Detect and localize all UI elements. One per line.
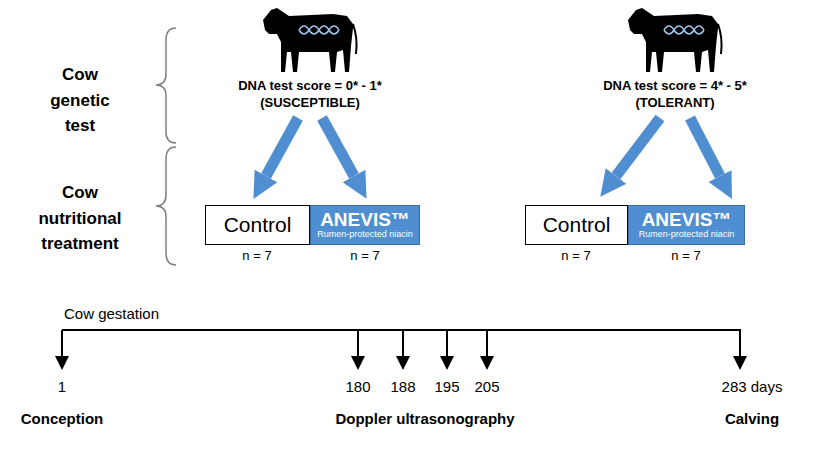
sample-size: n = 7 bbox=[561, 248, 590, 263]
timeline-tick-arrow bbox=[486, 330, 488, 356]
timeline-tick-arrow bbox=[739, 330, 741, 356]
row-heading: Cow genetic test bbox=[34, 62, 126, 139]
box-title: Control bbox=[543, 213, 611, 237]
control-box: Control bbox=[525, 205, 628, 245]
group-arrow bbox=[266, 118, 298, 176]
box-title: ANEVIS™ bbox=[320, 210, 410, 230]
sample-size: n = 7 bbox=[350, 248, 379, 263]
event-label: Conception bbox=[21, 410, 104, 427]
row-heading: Cow nutritional treatment bbox=[34, 180, 126, 257]
box-subtitle: Rumen-protected niacin bbox=[317, 230, 413, 240]
day-number: 205 bbox=[474, 378, 499, 395]
group-label: (SUSCEPTIBLE) bbox=[260, 95, 360, 110]
cow-silhouette bbox=[263, 8, 357, 72]
treatment-box: ANEVIS™Rumen-protected niacin bbox=[628, 205, 745, 245]
curly-brace bbox=[156, 147, 176, 265]
score-label: DNA test score = 0* - 1* bbox=[238, 78, 382, 93]
sample-size: n = 7 bbox=[671, 248, 700, 263]
day-number: 195 bbox=[434, 378, 459, 395]
timeline-axis bbox=[62, 329, 741, 331]
box-subtitle: Rumen-protected niacin bbox=[639, 230, 735, 240]
timeline-tick-arrow bbox=[446, 330, 448, 356]
event-label: Calving bbox=[725, 410, 779, 427]
timeline-tick-arrow bbox=[357, 330, 359, 356]
score-label: DNA test score = 4* - 5* bbox=[603, 78, 747, 93]
control-box: Control bbox=[205, 205, 310, 245]
group-label: (TOLERANT) bbox=[635, 95, 714, 110]
box-title: Control bbox=[224, 213, 292, 237]
group-arrow bbox=[322, 118, 354, 176]
timeline-title: Cow gestation bbox=[64, 305, 159, 322]
treatment-box: ANEVIS™Rumen-protected niacin bbox=[310, 205, 420, 245]
timeline-tick-arrow bbox=[61, 330, 63, 356]
day-number: 180 bbox=[345, 378, 370, 395]
day-number: 188 bbox=[390, 378, 415, 395]
box-title: ANEVIS™ bbox=[642, 210, 732, 230]
day-number: 1 bbox=[58, 378, 66, 395]
timeline-tick-arrow bbox=[402, 330, 404, 356]
sample-size: n = 7 bbox=[242, 248, 271, 263]
event-label: Doppler ultrasonography bbox=[335, 410, 514, 427]
group-arrow bbox=[690, 118, 720, 176]
curly-brace bbox=[156, 28, 176, 143]
cow-silhouette bbox=[628, 8, 722, 72]
day-number: 283 days bbox=[722, 378, 783, 395]
group-arrow bbox=[616, 118, 660, 176]
